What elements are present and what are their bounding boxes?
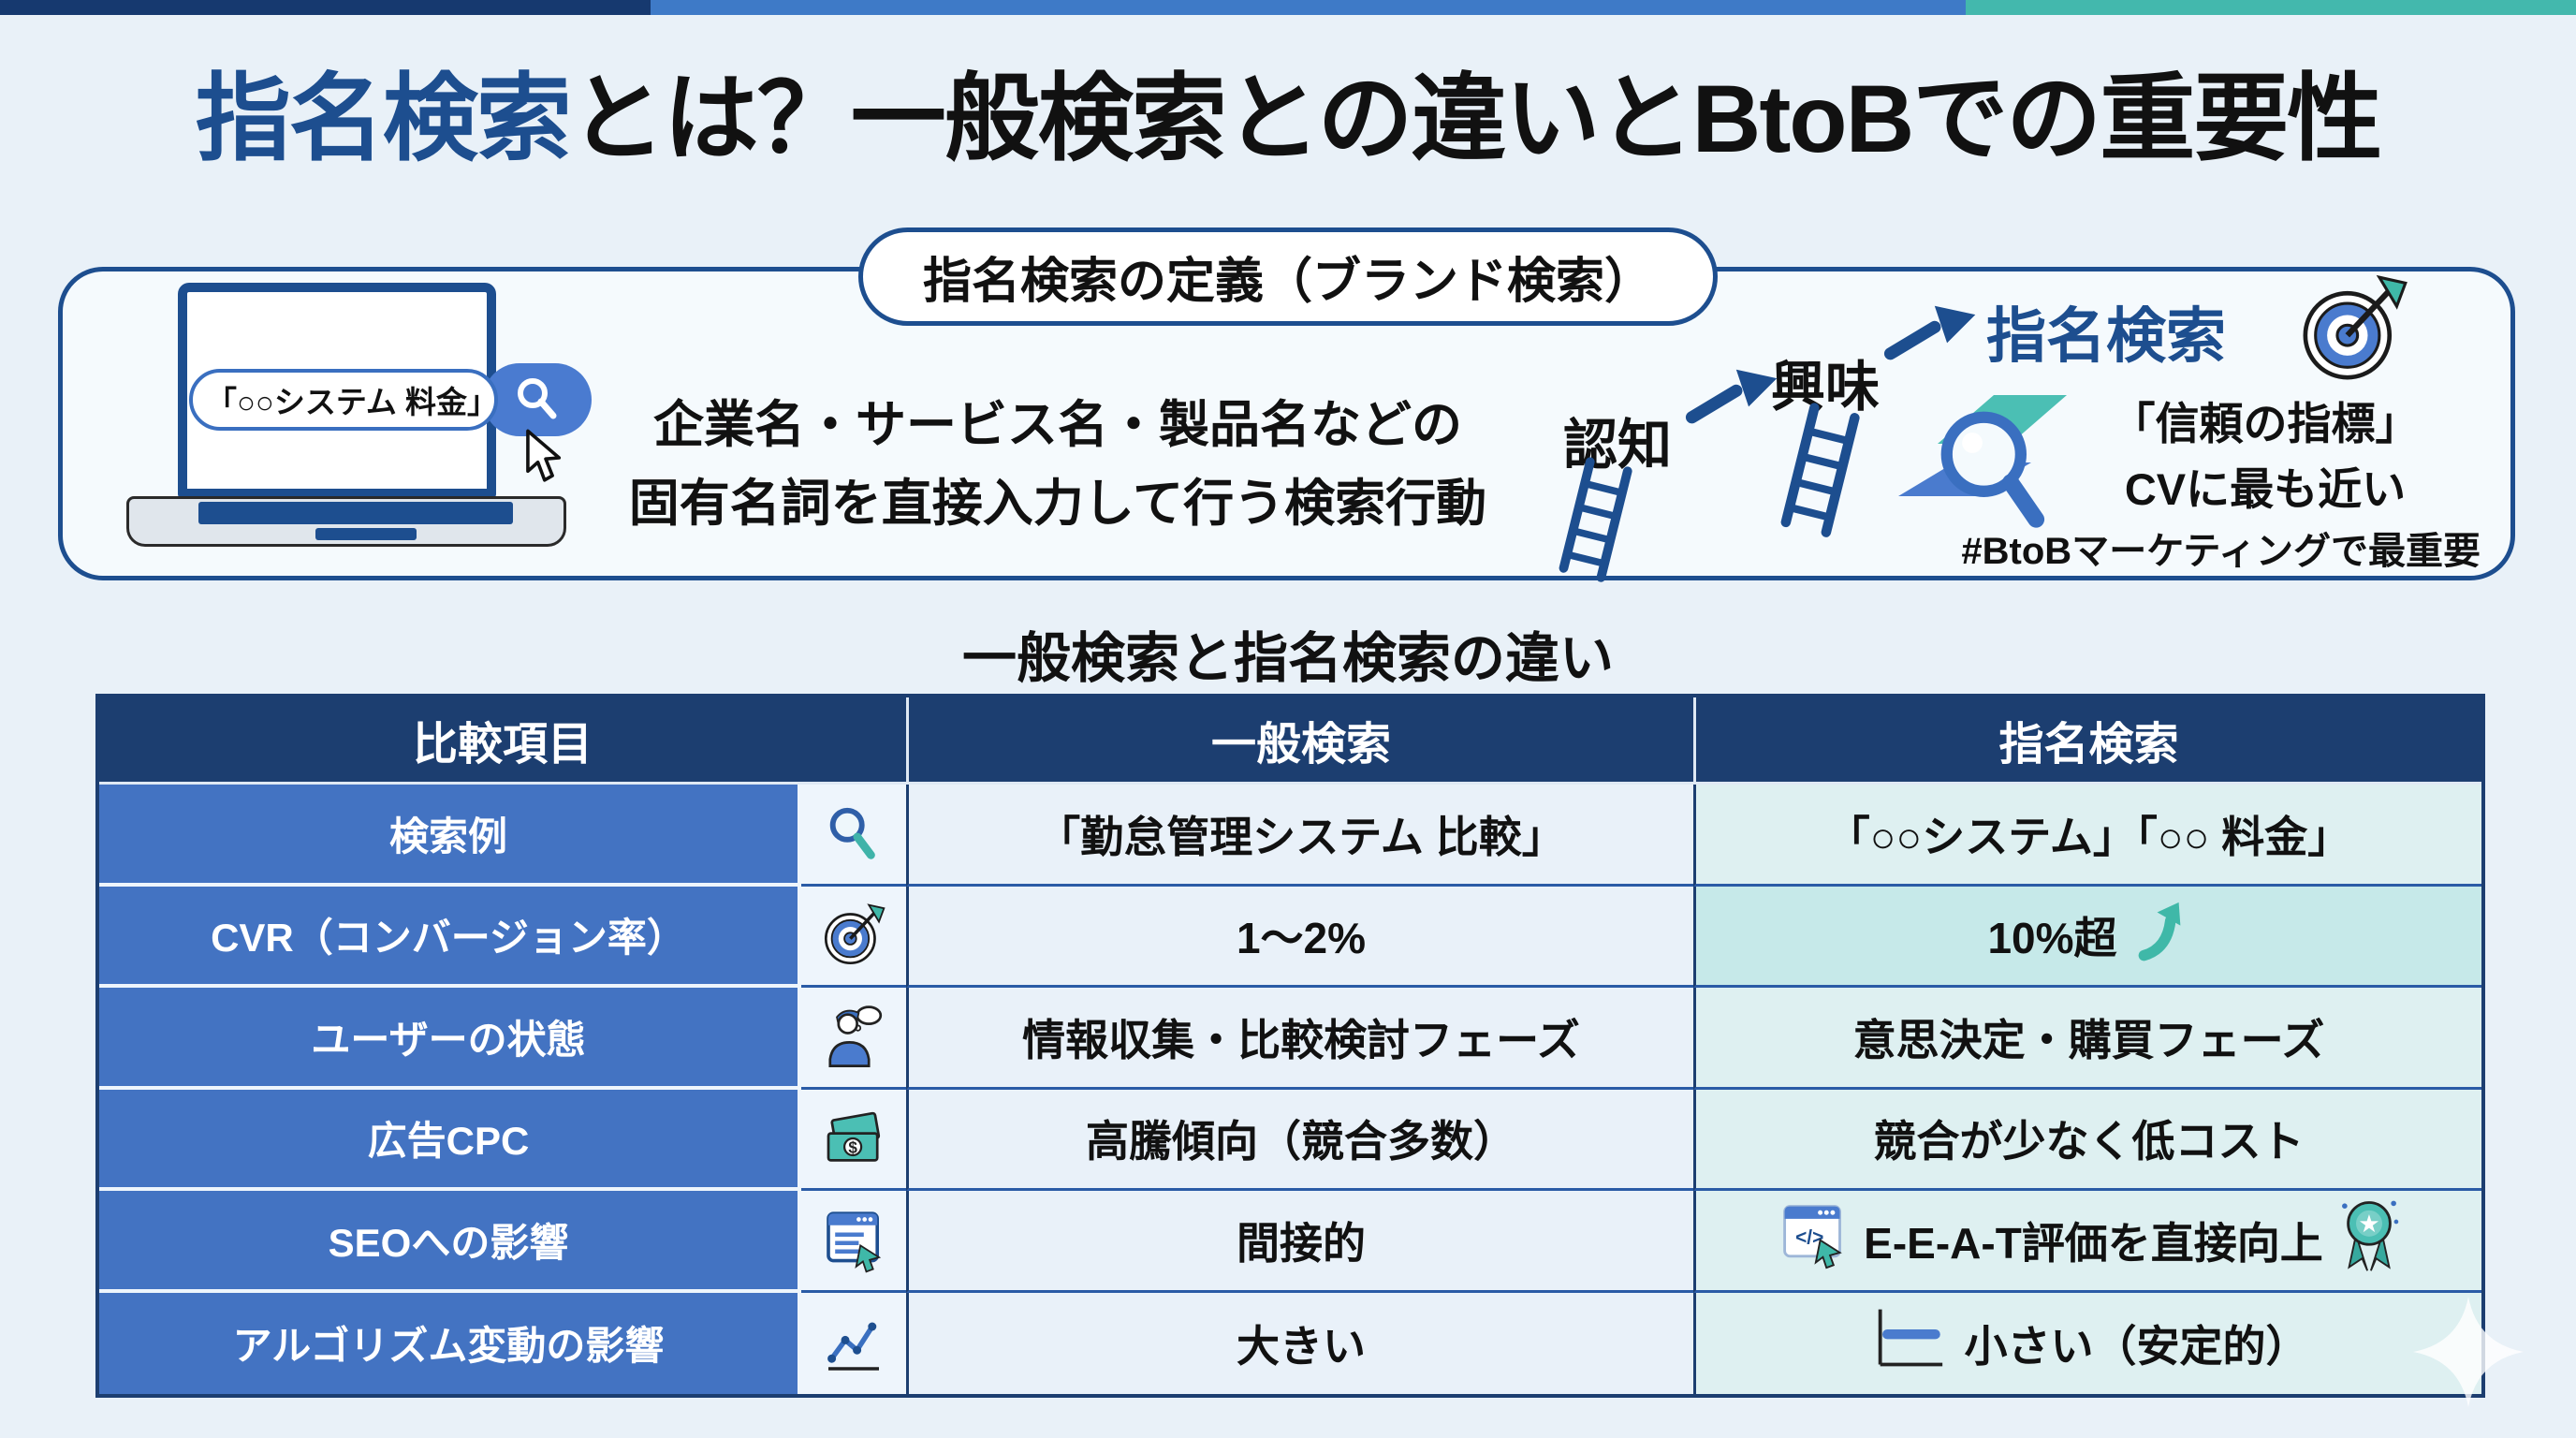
- branded-search-value: 10%超: [1987, 914, 2117, 963]
- branded-search-cell: 競合が少なく低コスト: [1693, 1089, 2481, 1191]
- general-search-cell: 大きい: [906, 1292, 1693, 1394]
- row-label: ユーザーの状態: [99, 988, 801, 1090]
- browser-cursor-icon: [801, 1191, 906, 1293]
- comparison-table: 比較項目 一般検索 指名検索 検索例 「勤怠管理システム 比較」 「○○システム…: [95, 694, 2485, 1398]
- laptop-illustration: 「○○システム 料金」: [126, 283, 592, 575]
- ladder-icon: [1762, 396, 1878, 549]
- up-right-arrow-icon: [1883, 300, 1981, 372]
- general-search-cell: 高騰傾向（競合多数）: [906, 1089, 1693, 1191]
- svg-text:</>: </>: [1795, 1227, 1823, 1249]
- page-title-rest: とは？一般検索との違いとBtoBでの重要性: [569, 66, 2383, 172]
- magnifier-icon: [512, 373, 563, 428]
- target-dart-icon: [2295, 271, 2411, 392]
- search-query-text: 「○○システム 料金」: [206, 385, 499, 419]
- column-header-branded-search: 指名検索: [1693, 697, 2481, 785]
- column-header-item: 比較項目: [99, 697, 906, 785]
- definition-line-2: 固有名詞を直接入力して行う検索行動: [628, 476, 1487, 532]
- branded-search-cell: 小さい（安定的）: [1693, 1292, 2481, 1394]
- general-search-cell: 情報収集・比較検討フェーズ: [906, 988, 1693, 1090]
- general-search-cell: 「勤怠管理システム 比較」: [906, 785, 1693, 887]
- mouse-pointer-icon: [522, 429, 569, 492]
- svg-text:$: $: [848, 1139, 857, 1157]
- stage-label-interest: 興味: [1771, 357, 1881, 418]
- thinking-person-icon: [801, 988, 906, 1090]
- code-browser-icon: </>: [1778, 1199, 1849, 1281]
- money-icon: $: [801, 1089, 906, 1191]
- line-chart-icon: [801, 1292, 906, 1394]
- branded-search-cell: 「○○システム」「○○ 料金」: [1693, 785, 2481, 887]
- definition-text: 企業名・サービス名・製品名などの 固有名詞を直接入力して行う検索行動: [590, 386, 1526, 543]
- teal-up-arrow-icon: [2132, 897, 2190, 975]
- definition-line-1: 企業名・サービス名・製品名などの: [653, 397, 1462, 453]
- branded-search-value: E-E-A-T評価を直接向上: [1864, 1218, 2323, 1268]
- branded-search-cell: </> E-E-A-T評価を直接向上 ★: [1693, 1191, 2481, 1293]
- search-input: 「○○システム 料金」: [189, 369, 498, 431]
- up-right-arrow-icon: [1685, 363, 1782, 435]
- row-label: 広告CPC: [99, 1089, 801, 1191]
- sparkle-icon: [2413, 1297, 2524, 1412]
- row-label: CVR（コンバージョン率）: [99, 886, 801, 988]
- search-button: [483, 363, 592, 436]
- stage-label-awareness: 認知: [1563, 415, 1673, 476]
- svg-text:★: ★: [2358, 1210, 2379, 1238]
- row-label: アルゴリズム変動の影響: [99, 1292, 801, 1394]
- laptop-touchpad: [315, 528, 417, 540]
- top-color-strip: [0, 0, 2576, 15]
- hashtag-label: #BtoBマーケティングで最重要: [1961, 531, 2481, 572]
- magnifier-icon: [801, 785, 906, 887]
- table-section-title: 一般検索と指名検索の違い: [961, 628, 1614, 689]
- ladder-icon: [1540, 450, 1650, 593]
- trust-label: 「信頼の指標」: [2111, 399, 2420, 448]
- column-header-general-search: 一般検索: [906, 697, 1693, 785]
- awareness-funnel: 認知 興味 指名検索 「信頼の指標」 CVに最も近い #BtoBマーケティングで…: [1526, 271, 2499, 585]
- row-label: SEOへの影響: [99, 1191, 801, 1293]
- top-strip-navy-segment: [0, 0, 651, 15]
- definition-badge: 指名検索の定義（ブランド検索）: [857, 227, 1719, 326]
- general-search-cell: 1〜2%: [906, 886, 1693, 988]
- page-title-accent: 指名検索: [195, 66, 572, 172]
- stage-label-branded-search: 指名検索: [1986, 302, 2226, 370]
- magnifier-icon: [1924, 401, 2059, 546]
- cv-label: CVに最も近い: [2124, 464, 2407, 514]
- branded-search-value: 小さい（安定的）: [1964, 1321, 2309, 1371]
- row-label: 検索例: [99, 785, 801, 887]
- branded-search-cell-highlight: 10%超: [1693, 886, 2481, 988]
- target-dart-icon: [801, 886, 906, 988]
- top-strip-blue-segment: [651, 0, 1966, 15]
- general-search-cell: 間接的: [906, 1191, 1693, 1293]
- laptop-keyboard: [198, 502, 513, 524]
- award-ribbon-icon: ★: [2338, 1196, 2400, 1284]
- page-title: 指名検索とは？一般検索との違いとBtoBでの重要性: [0, 49, 2576, 189]
- top-strip-teal-segment: [1966, 0, 2576, 15]
- flat-line-icon: [1869, 1302, 1950, 1384]
- branded-search-cell: 意思決定・購買フェーズ: [1693, 988, 2481, 1090]
